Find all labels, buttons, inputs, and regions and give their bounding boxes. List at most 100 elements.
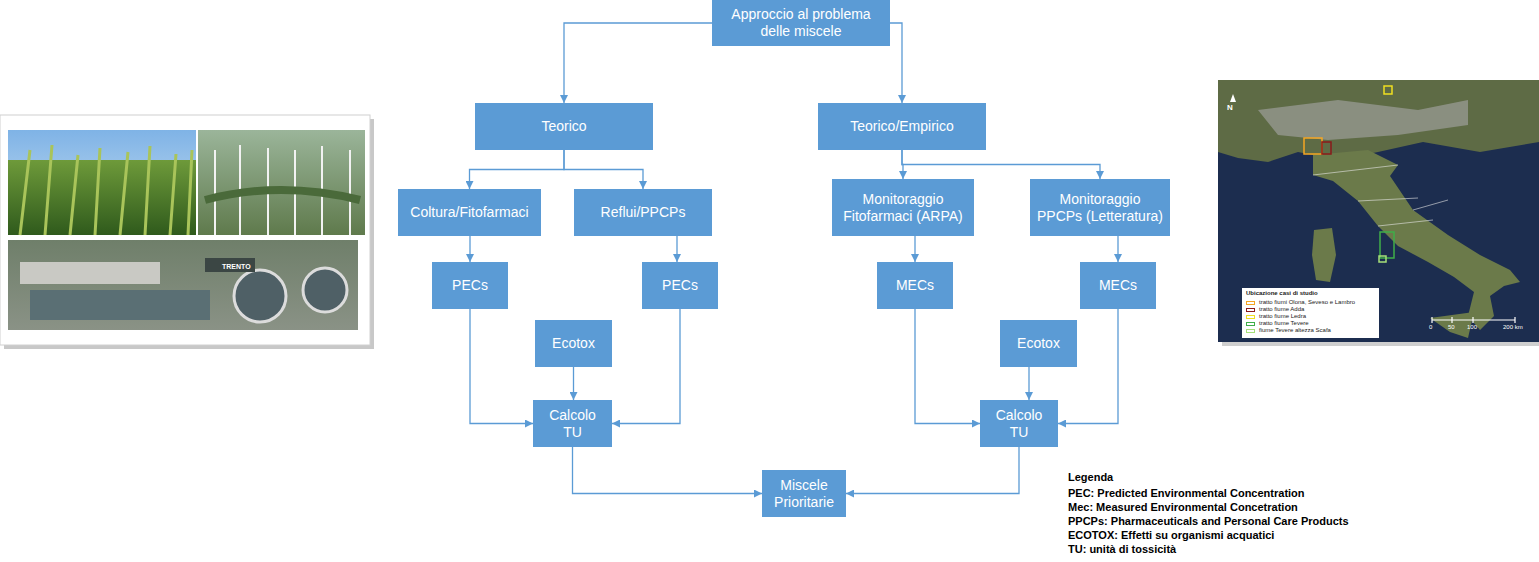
text-label: Legenda bbox=[1068, 471, 1113, 483]
legend-row: tratto fiume Adda bbox=[1246, 306, 1355, 313]
process-box: MECs bbox=[877, 262, 953, 309]
text-label: 100 bbox=[1467, 324, 1477, 330]
box-text: Calcolo TU bbox=[539, 407, 606, 441]
connector-arrow bbox=[1117, 236, 1118, 262]
site-adda bbox=[1322, 142, 1331, 154]
connector-arrow bbox=[612, 309, 680, 424]
connector-arrow bbox=[902, 150, 1100, 179]
legend-text: fiume Tevere altezza Scafa bbox=[1259, 327, 1331, 334]
box-text: Monitoraggio Fitofarmaci (ARPA) bbox=[838, 191, 968, 225]
legend-text: tratto fiumi Olona, Seveso e Lambro bbox=[1259, 299, 1355, 306]
connector-arrow bbox=[573, 367, 574, 400]
text-label: TRENTO bbox=[222, 263, 251, 270]
corn-sky bbox=[8, 130, 196, 235]
connector-arrow bbox=[469, 236, 470, 262]
plant-building bbox=[20, 262, 160, 284]
process-box: Teorico bbox=[475, 103, 653, 150]
map-legend-box bbox=[1242, 288, 1379, 338]
box-text: Miscele Prioritarie bbox=[768, 477, 840, 511]
map-alps bbox=[1258, 100, 1468, 140]
process-box: MECs bbox=[1080, 262, 1156, 309]
legend-text: TU: unità di tossicità bbox=[1068, 543, 1176, 555]
orchard-rows bbox=[205, 190, 360, 200]
process-box: Miscele Prioritarie bbox=[762, 470, 846, 517]
box-text: PECs bbox=[662, 277, 698, 294]
text-label: 50 bbox=[1448, 324, 1455, 330]
legend-row: PEC: Predicted Environmental Concentrati… bbox=[1068, 486, 1349, 500]
box-text: Teorico bbox=[541, 118, 586, 135]
photo-panel bbox=[0, 0, 380, 360]
process-box: Reflui/PPCPs bbox=[574, 189, 712, 236]
connector-arrow bbox=[470, 150, 565, 189]
legend-text: tratto fiume Ledra bbox=[1259, 313, 1306, 320]
site-olona bbox=[1304, 138, 1322, 154]
plant-tank bbox=[234, 270, 286, 322]
text-label: 0 bbox=[1429, 324, 1432, 330]
text-label: N bbox=[1227, 103, 1233, 112]
box-text: PECs bbox=[452, 277, 488, 294]
legend-row: TU: unità di tossicità bbox=[1068, 542, 1349, 556]
plant-tank bbox=[303, 268, 347, 312]
plant-basins bbox=[30, 290, 210, 320]
scale-bar bbox=[1432, 317, 1515, 323]
box-text: Ecotox bbox=[1017, 335, 1060, 352]
box-text: Ecotox bbox=[552, 335, 595, 352]
process-box: Calcolo TU bbox=[533, 400, 612, 447]
plant-photo bbox=[8, 240, 358, 330]
legend-text: ECOTOX: Effetti su organismi acquatici bbox=[1068, 529, 1274, 541]
map-sea bbox=[1218, 80, 1539, 342]
process-box: Coltura/Fitofarmaci bbox=[398, 189, 541, 236]
connector-arrow bbox=[676, 236, 677, 262]
box-text: MECs bbox=[896, 277, 934, 294]
box-text: Monitoraggio PPCPs (Letteratura) bbox=[1036, 191, 1164, 225]
legend-text: PEC: Predicted Environmental Concentrati… bbox=[1068, 487, 1305, 499]
process-box: Teorico/Empirico bbox=[818, 103, 986, 150]
text-label: 200 km bbox=[1503, 324, 1523, 330]
box-text: Approccio al problema delle miscele bbox=[718, 6, 884, 40]
process-box: Ecotox bbox=[1000, 320, 1077, 367]
process-box: Monitoraggio Fitofarmaci (ARPA) bbox=[832, 179, 974, 236]
box-text: MECs bbox=[1099, 277, 1137, 294]
legend-swatch bbox=[1246, 329, 1255, 333]
corn-field bbox=[8, 160, 196, 235]
connector-arrow bbox=[564, 150, 643, 189]
process-box: PECs bbox=[432, 262, 508, 309]
site-tevere bbox=[1380, 232, 1394, 258]
site-ledra bbox=[1384, 86, 1392, 94]
legend-row: PPCPs: Pharmaceuticals and Personal Care… bbox=[1068, 514, 1349, 528]
process-box: PECs bbox=[642, 262, 718, 309]
process-box: Calcolo TU bbox=[980, 400, 1058, 447]
site-tevere-scafa bbox=[1379, 256, 1386, 262]
box-text: Calcolo TU bbox=[986, 407, 1052, 441]
box-text: Teorico/Empirico bbox=[850, 118, 953, 135]
box-text: Coltura/Fitofarmaci bbox=[410, 204, 528, 221]
legend-row: Mec: Measured Environmental Concetration bbox=[1068, 500, 1349, 514]
legend-row: tratto fiume Ledra bbox=[1246, 313, 1355, 320]
box-text: Reflui/PPCPs bbox=[601, 204, 686, 221]
connector-arrow bbox=[915, 309, 980, 424]
connector-arrow bbox=[564, 23, 712, 103]
legend-text: tratto fiume Adda bbox=[1259, 306, 1304, 313]
text-label: Ubicazione casi di studio bbox=[1246, 290, 1318, 296]
legend-row: fiume Tevere altezza Scafa bbox=[1246, 327, 1355, 334]
connector-arrow bbox=[573, 447, 763, 494]
orchard-photo bbox=[198, 130, 365, 235]
legend-row: tratto fiumi Olona, Seveso e Lambro bbox=[1246, 299, 1355, 306]
process-box: Monitoraggio PPCPs (Letteratura) bbox=[1030, 179, 1170, 236]
corn-leaves bbox=[20, 145, 192, 235]
map-sardinia bbox=[1312, 228, 1336, 282]
legend-swatch bbox=[1246, 308, 1255, 312]
process-box: Ecotox bbox=[535, 320, 612, 367]
connector-arrow bbox=[1028, 367, 1029, 400]
map-borders bbox=[1313, 165, 1448, 226]
legend-text: PPCPs: Pharmaceuticals and Personal Care… bbox=[1068, 515, 1349, 527]
connector-arrow bbox=[470, 309, 533, 424]
panel-shadow bbox=[4, 119, 374, 349]
legend-row: ECOTOX: Effetti su organismi acquatici bbox=[1068, 528, 1349, 542]
legend: PEC: Predicted Environmental Concentrati… bbox=[1068, 486, 1349, 556]
legend-row: tratto fiume Tevere bbox=[1246, 320, 1355, 327]
legend-swatch bbox=[1246, 322, 1255, 326]
legend-text: tratto fiume Tevere bbox=[1259, 320, 1309, 327]
connector-arrow bbox=[914, 236, 915, 262]
